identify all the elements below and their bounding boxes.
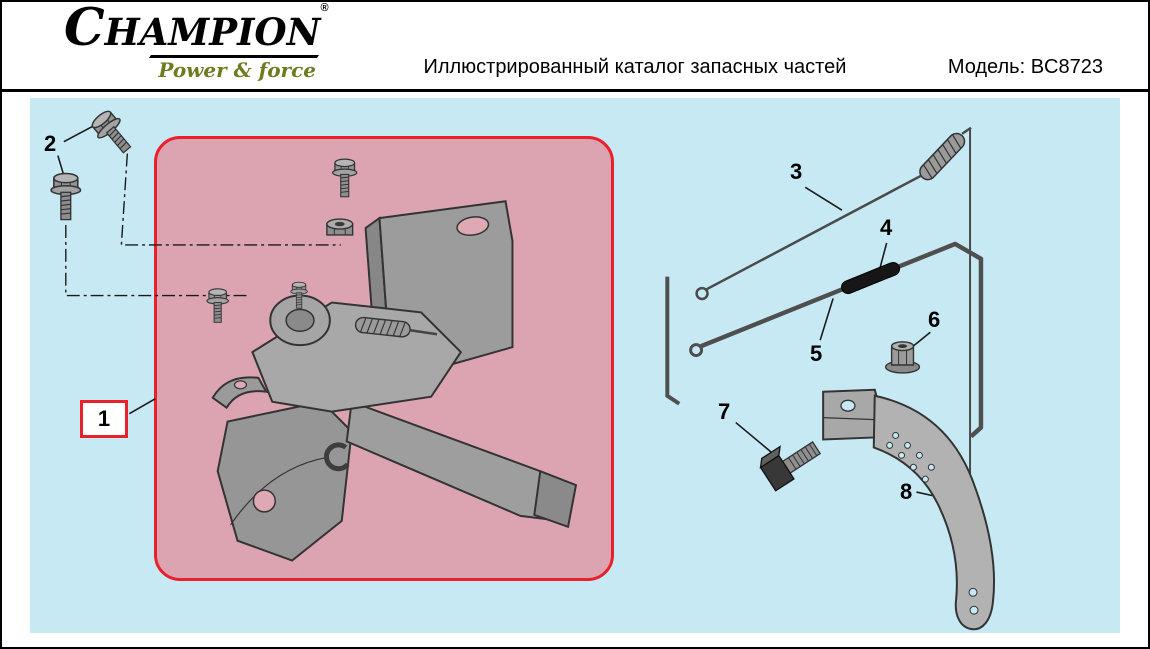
header: CHAMPION® Power & force Иллюстрированный… (2, 2, 1148, 92)
brand-tagline: Power & force (158, 58, 316, 82)
logo-underline (148, 55, 320, 58)
callout-7: 7 (718, 399, 731, 424)
brand-logo: CHAMPION® Power & force (64, 0, 329, 82)
registered-trademark: ® (320, 1, 329, 14)
part-6-nut (884, 341, 921, 374)
page-title: Иллюстрированный каталог запасных частей (423, 56, 847, 78)
callout-4: 4 (880, 215, 893, 240)
callout-1-number: 1 (97, 405, 111, 431)
brand-name: CHAMPION® (64, 0, 329, 58)
callout-6: 6 (928, 307, 941, 332)
callout-3: 3 (790, 159, 803, 184)
part-1-assembly (206, 158, 578, 562)
callout-2: 2 (44, 131, 57, 156)
leader-lines (57, 124, 935, 497)
exploded-parts-drawing (50, 106, 996, 631)
brand-name-text: CHAMPION (64, 0, 321, 58)
diagram-panel: 1 2 3 4 5 6 7 8 (30, 98, 1120, 633)
part-4-spring-sleeve (841, 261, 901, 295)
part-8-bracket (822, 388, 996, 631)
callout-8: 8 (900, 479, 913, 504)
part-7-bolt (759, 441, 822, 492)
callout-5: 5 (810, 341, 823, 366)
callout-1: 1 (80, 400, 128, 438)
model-label: Модель: BC8723 (947, 56, 1103, 78)
